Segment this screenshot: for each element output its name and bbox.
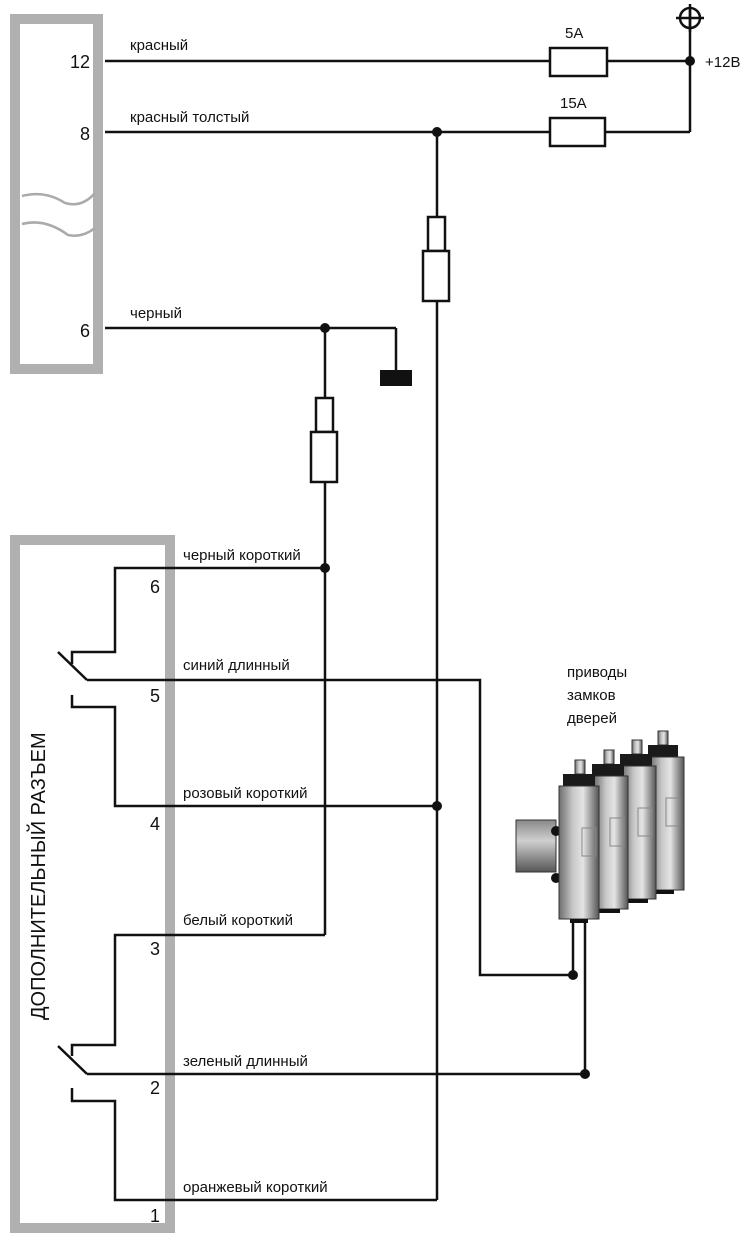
fuse-rating: 15A (560, 95, 587, 112)
fuse-rating: 5A (565, 25, 583, 42)
wire-label: оранжевый короткий (183, 1179, 328, 1196)
junction-dot (432, 801, 442, 811)
pin-number: 2 (150, 1078, 160, 1098)
ground-icon (380, 370, 412, 386)
pin-number: 4 (150, 814, 160, 834)
connector-title: ДОПОЛНИТЕЛЬНЫЙ РАЗЪЕМ (26, 732, 50, 1020)
actuator (592, 749, 629, 913)
wire-pink-short (70, 695, 437, 808)
inline-fuse-holder (309, 396, 339, 484)
wire-label: черный короткий (183, 547, 301, 564)
main-connector-frame (10, 14, 103, 374)
wire-label: зеленый длинный (183, 1053, 308, 1070)
relay-switch-upper (57, 566, 437, 808)
extra-connector-frame (10, 535, 175, 1233)
extra-connector: ДОПОЛНИТЕЛЬНЫЙ РАЗЪЕМ (10, 535, 175, 1233)
main-connector: 12 8 6 (10, 14, 103, 374)
wire-label: красный толстый (130, 109, 249, 126)
actuators-label: приводы (567, 664, 627, 681)
pin-number: 6 (80, 321, 90, 341)
junction-dot (580, 1069, 590, 1079)
pin-number: 3 (150, 939, 160, 959)
pin-number: 6 (150, 577, 160, 597)
pin-number: 12 (70, 52, 90, 72)
pin-number: 1 (150, 1206, 160, 1226)
wire-label: розовый короткий (183, 785, 307, 802)
wire-blue-long (87, 678, 573, 977)
junction-dot (568, 970, 578, 980)
wire-label: черный (130, 305, 182, 322)
relay-switch-lower (57, 933, 437, 1202)
power-label: +12В (705, 54, 740, 71)
wire-label: белый короткий (183, 912, 293, 929)
switch-contact (57, 651, 88, 681)
fuse-15a (548, 116, 607, 148)
actuator (515, 759, 600, 923)
junction-dot (685, 56, 695, 66)
power-terminal-icon (676, 4, 704, 32)
switch-contact (57, 1045, 88, 1075)
actuators-label: замков (567, 687, 616, 704)
actuators-label: дверей (567, 710, 617, 727)
door-lock-actuators-icon (515, 730, 685, 923)
break-mark (21, 192, 96, 206)
break-mark (21, 221, 96, 237)
wire-black-short (70, 566, 325, 664)
wire-label: красный (130, 37, 188, 54)
pin-number: 8 (80, 124, 90, 144)
wire-white-short (70, 933, 325, 1056)
pin-number: 5 (150, 686, 160, 706)
inline-fuse-holder (421, 215, 451, 303)
wire-orange-short (70, 1088, 437, 1202)
fuse-5a (548, 46, 609, 78)
junction-dot (320, 563, 330, 573)
wire-label: синий длинный (183, 657, 290, 674)
